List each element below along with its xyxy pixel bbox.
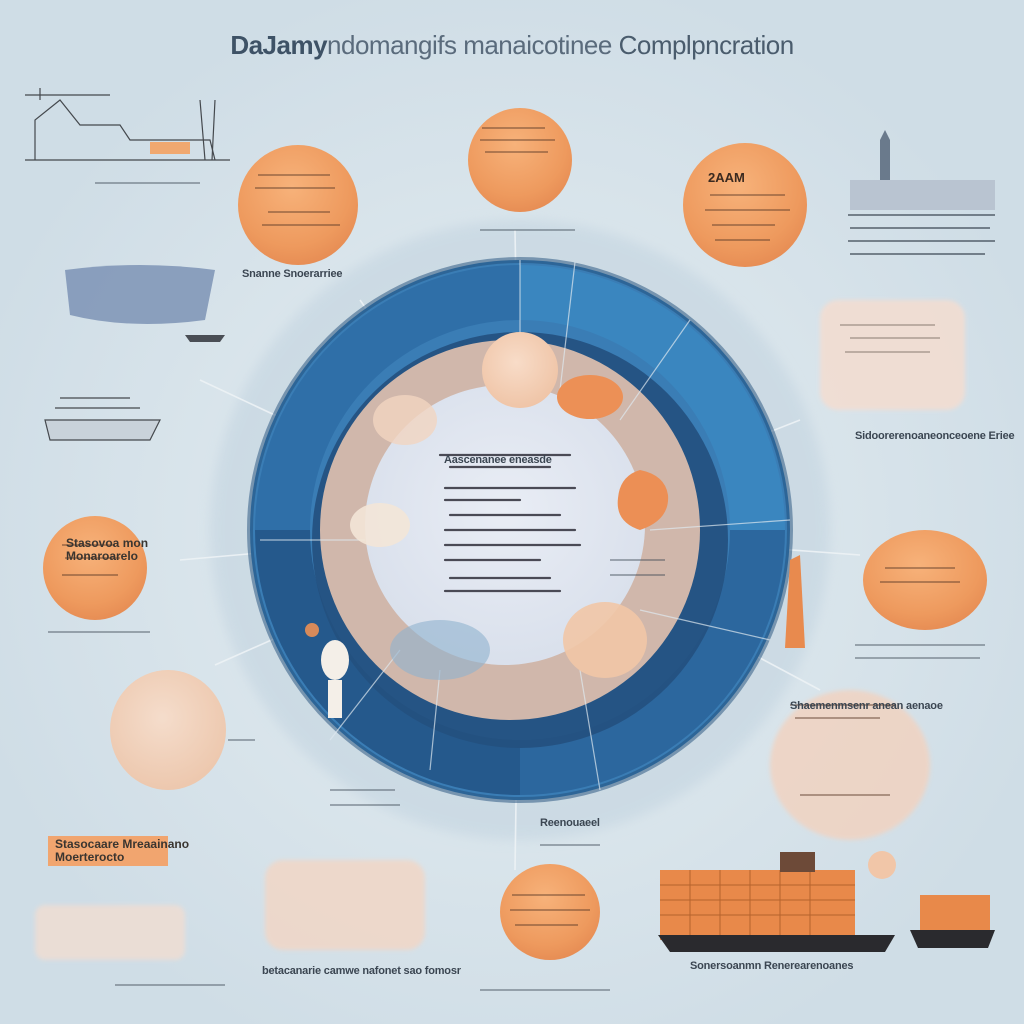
- bottom-center-caption: Reenouaeel: [540, 817, 600, 829]
- left-ship-illustration: [65, 265, 225, 342]
- inner-ring-bubbles: [350, 332, 669, 680]
- right-bubble: [863, 530, 987, 630]
- top-left-factory-illustration: [25, 88, 230, 161]
- bottom-far-left-panel: [35, 905, 185, 960]
- container-ship-illustration: [658, 851, 995, 952]
- right-lower-caption: Shaemenmsenr anean aenaoe: [790, 700, 943, 712]
- bottom-left-panel: [265, 860, 425, 950]
- center-heading: Aascenanee eneasde: [444, 454, 552, 466]
- left-bubble-label-line-1: Stasovoa mon: [66, 536, 149, 550]
- title-part-3: Complpncration: [618, 30, 795, 60]
- orange-pin: [785, 555, 805, 648]
- right-lower-panel: [770, 690, 930, 840]
- left-mid-illustration: [44, 397, 161, 441]
- left-bubble-label-line-2: Monaroarelo: [66, 549, 139, 563]
- bottom-center-bubble: [500, 864, 600, 960]
- left-bubble-caption: Snanne Snoerarriee: [242, 268, 343, 280]
- left-box-label-line-2: Moerterocto: [55, 850, 125, 864]
- worker-figure: [305, 623, 349, 718]
- right-mid-caption: Sidoorerenoaneonceoene Eriee: [855, 430, 1015, 442]
- left-bubble: [43, 516, 147, 620]
- title-part-2: ndomangifs manaicotinee: [327, 30, 612, 60]
- top-center-bubble: [468, 108, 572, 212]
- left-bubble-label: Stasovoa mon Monaroarelo: [66, 537, 148, 563]
- left-box-label-line-1: Stasocaare Mreaainano: [55, 837, 190, 851]
- bottom-left-caption: betacanarie camwe nafonet sao fomosr: [262, 965, 461, 977]
- top-right-bubble: [683, 143, 807, 267]
- left-lower-bubble: [110, 670, 226, 790]
- decorative-text-lines: [48, 182, 985, 991]
- bottom-right-caption: Sonersoanmn Renerearenoanes: [690, 960, 854, 972]
- top-left-bubble: [238, 145, 358, 265]
- top-right-building-illustration: [848, 130, 995, 255]
- top-right-bubble-label: 2AAM: [708, 170, 745, 185]
- center-text-block: [438, 453, 582, 593]
- left-box: [48, 836, 168, 866]
- left-box-label: Stasocaare Mreaainano Moerterocto: [55, 838, 189, 864]
- infographic-title: DaJamyndomangifs manaicotinee Complpncra…: [0, 30, 1024, 61]
- right-upper-panel: [820, 300, 965, 410]
- title-part-1: DaJamy: [230, 30, 328, 60]
